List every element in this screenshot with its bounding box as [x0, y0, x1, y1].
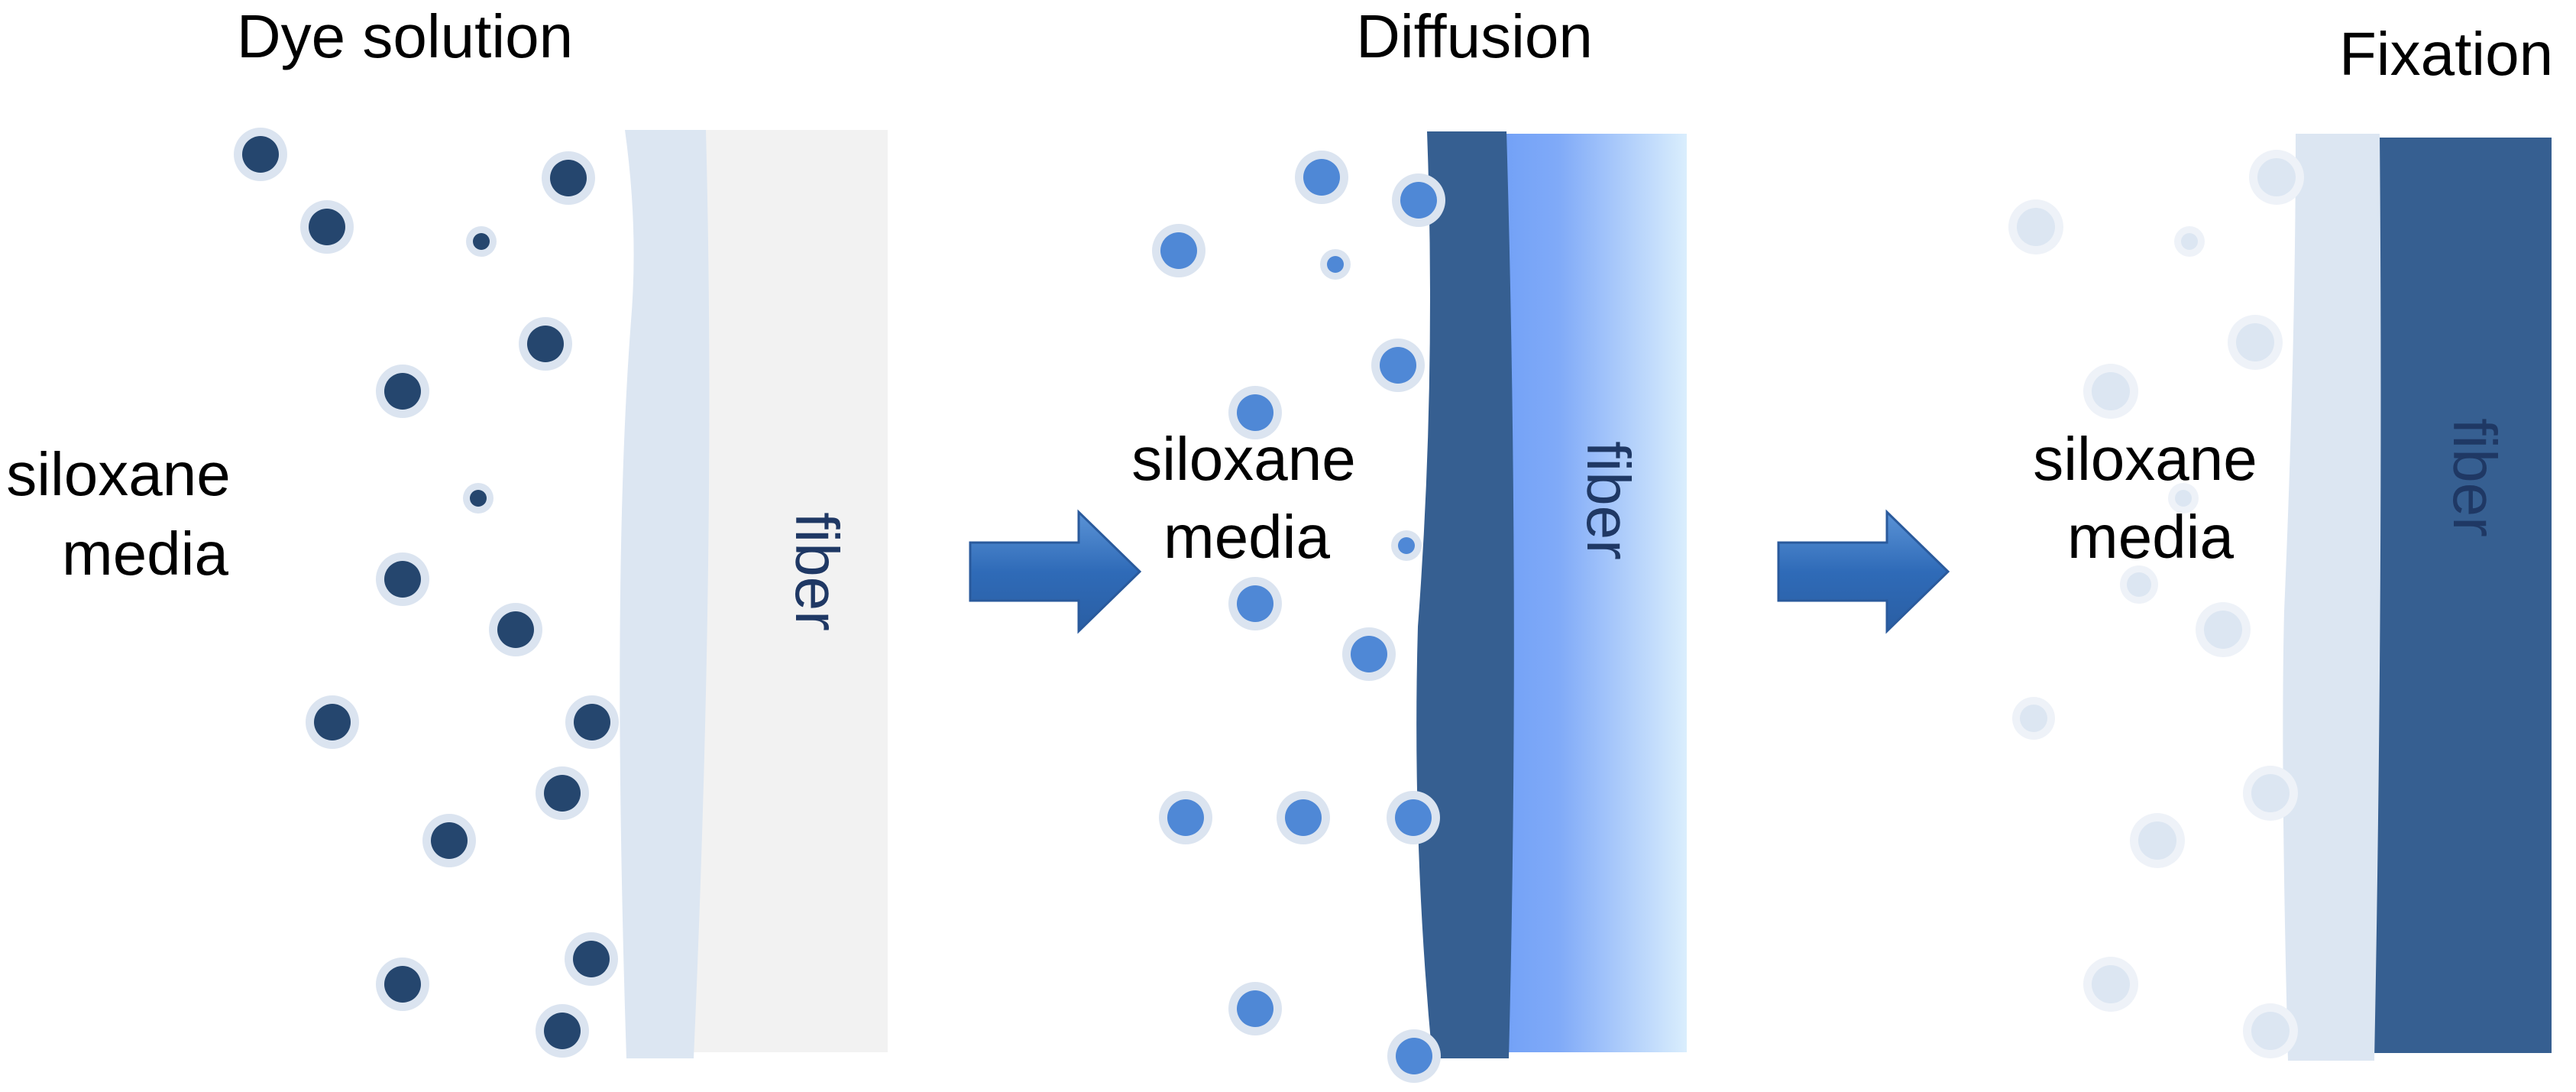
dye-molecule — [536, 766, 589, 820]
panel-title: Dye solution — [237, 2, 573, 70]
fiber-label: fiber — [783, 512, 851, 631]
right-arrow-icon — [1777, 509, 1950, 634]
dye-molecule — [1228, 577, 1282, 630]
panel-dye-solution: Dye solution siloxane media fiber — [6, 2, 888, 1058]
dye-molecule — [1228, 386, 1282, 439]
dye-molecule — [2012, 697, 2055, 740]
dye-molecule — [2168, 483, 2199, 514]
medium-label-line2: media — [1163, 503, 1330, 571]
panel-diffusion: Diffusion siloxane media fiber — [1131, 2, 1687, 1083]
dye-molecule — [2243, 766, 2298, 821]
panel-fixation: Fixation siloxane media fiber — [2008, 20, 2553, 1061]
dye-molecule — [2083, 957, 2138, 1012]
dye-molecule — [2249, 150, 2304, 205]
dye-molecule — [376, 958, 429, 1011]
dye-molecule — [1387, 791, 1440, 844]
medium-label-line2: media — [62, 520, 228, 588]
dye-molecules — [234, 128, 619, 1058]
dye-molecule — [2228, 315, 2283, 370]
fiber-shell — [1416, 131, 1514, 1058]
dye-molecule — [1371, 339, 1425, 392]
dye-molecule — [234, 128, 287, 181]
fiber-core — [2368, 138, 2552, 1053]
dye-molecule — [2243, 1003, 2298, 1058]
fiber-core — [1490, 134, 1687, 1052]
dye-molecule — [2130, 813, 2185, 868]
dye-molecule — [1152, 224, 1205, 277]
fiber-shell — [2283, 134, 2381, 1061]
right-arrow-icon — [969, 509, 1142, 634]
dye-molecule — [2083, 364, 2138, 419]
fiber-shell — [620, 130, 710, 1058]
dye-molecule — [466, 226, 497, 257]
dye-molecule — [1320, 249, 1351, 280]
dye-molecule — [1228, 982, 1282, 1035]
medium-label-line1: siloxane — [2033, 425, 2257, 493]
dye-molecule — [542, 151, 595, 205]
dye-molecule — [422, 814, 476, 867]
dye-molecule — [1342, 627, 1396, 681]
dye-molecules — [1152, 151, 1445, 1083]
dye-molecule — [376, 552, 429, 606]
dye-molecule — [1295, 151, 1348, 204]
medium-label-line2: media — [2067, 503, 2234, 571]
panel-title: Fixation — [2339, 20, 2553, 88]
dye-molecule — [2120, 565, 2158, 604]
medium-label-line1: siloxane — [6, 440, 231, 508]
dye-molecule — [565, 932, 618, 986]
dye-molecule — [489, 603, 542, 656]
dye-molecule — [2196, 602, 2251, 657]
fiber-label: fiber — [2441, 418, 2509, 537]
dye-molecule — [306, 695, 359, 749]
fiber-label: fiber — [1574, 441, 1642, 560]
dye-molecule — [1277, 791, 1330, 844]
dye-molecule — [2008, 199, 2063, 254]
dye-molecule — [519, 317, 572, 371]
dye-molecule — [1391, 530, 1422, 561]
fiber-core — [688, 130, 888, 1052]
dye-molecules — [2008, 150, 2304, 1058]
dye-molecule — [1392, 173, 1445, 227]
dye-molecule — [2174, 226, 2205, 257]
dye-molecule — [1159, 791, 1212, 844]
dye-molecule — [376, 365, 429, 418]
dye-molecule — [1387, 1029, 1441, 1083]
dye-molecule — [565, 695, 619, 749]
dye-molecule — [536, 1004, 589, 1058]
dye-molecule — [300, 200, 354, 254]
dye-molecule — [463, 483, 494, 514]
panel-title: Diffusion — [1356, 2, 1593, 70]
